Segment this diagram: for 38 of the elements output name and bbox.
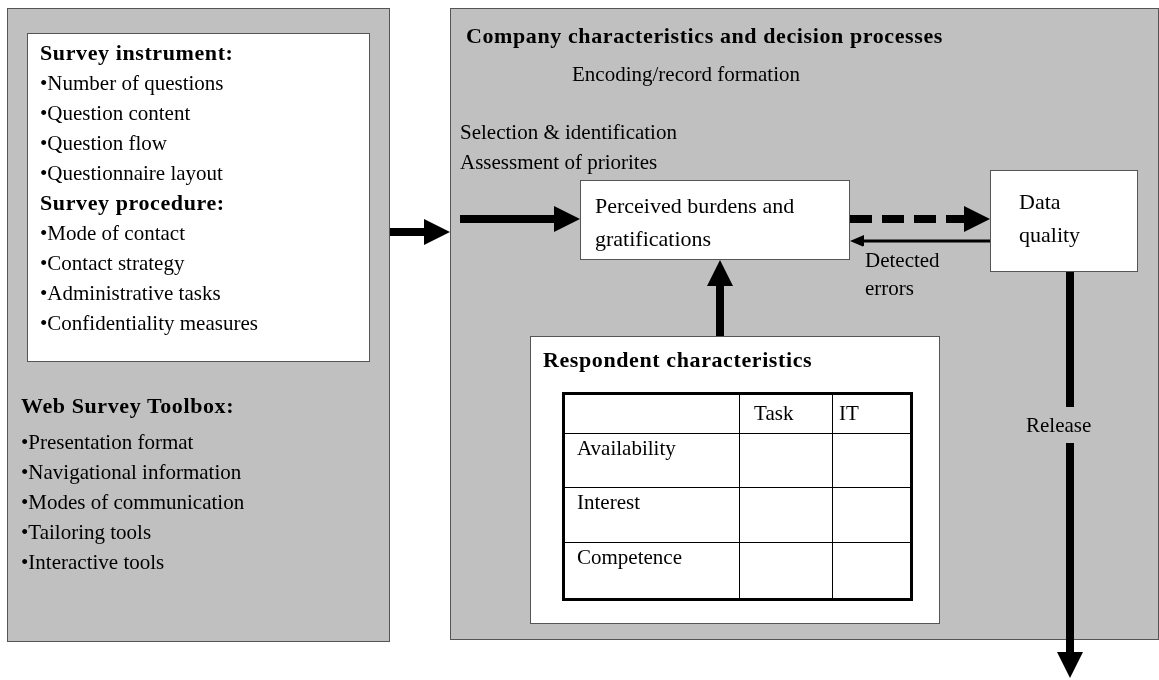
bullet-item: •Contact strategy [40,250,185,277]
bullet-item: •Number of questions [40,70,224,97]
arrow [1057,272,1083,678]
text-line: Assessment of priorites [460,149,658,176]
company-panel [450,8,1159,640]
bullet-item: •Questionnaire layout [40,160,223,187]
bullet-item: •Administrative tasks [40,280,221,307]
section-heading: Company characteristics and decision processes [466,22,943,50]
characteristics-box [530,336,940,624]
section-heading: Web Survey Toolbox: [21,392,235,420]
section-heading: Respondent characteristics [543,346,813,374]
bullet-item: •Navigational information [21,459,242,486]
bullet-item: •Modes of communication [21,489,245,516]
process-box [990,170,1138,272]
row-header: Availability [563,433,740,488]
section-heading: Survey procedure: [40,189,225,217]
section-heading: Survey instrument: [40,39,234,67]
bullet-item: •Question content [40,100,191,127]
arrow [850,206,990,232]
column-header: Task [739,393,833,434]
arrow [707,260,733,336]
node-label: Data quality [1019,188,1082,249]
arrow [390,219,450,245]
text-line: Selection & identification [460,119,677,146]
row-header: Interest [563,487,740,543]
process-box [580,180,850,260]
arrow [850,235,990,247]
bullet-item: •Presentation format [21,429,194,456]
bullet-item: •Question flow [40,130,167,157]
bullet-item: •Tailoring tools [21,519,152,546]
bullet-item: •Interactive tools [21,549,165,576]
bullet-item: •Mode of contact [40,220,185,247]
text-line: Encoding/record formation [572,61,800,88]
node-label: Perceived burdens and gratifications [595,192,796,253]
toolbox-panel [7,8,390,642]
edge-label: Release [1024,407,1094,443]
survey-design-box [27,33,370,362]
bullet-item: •Confidentiality measures [40,310,258,337]
